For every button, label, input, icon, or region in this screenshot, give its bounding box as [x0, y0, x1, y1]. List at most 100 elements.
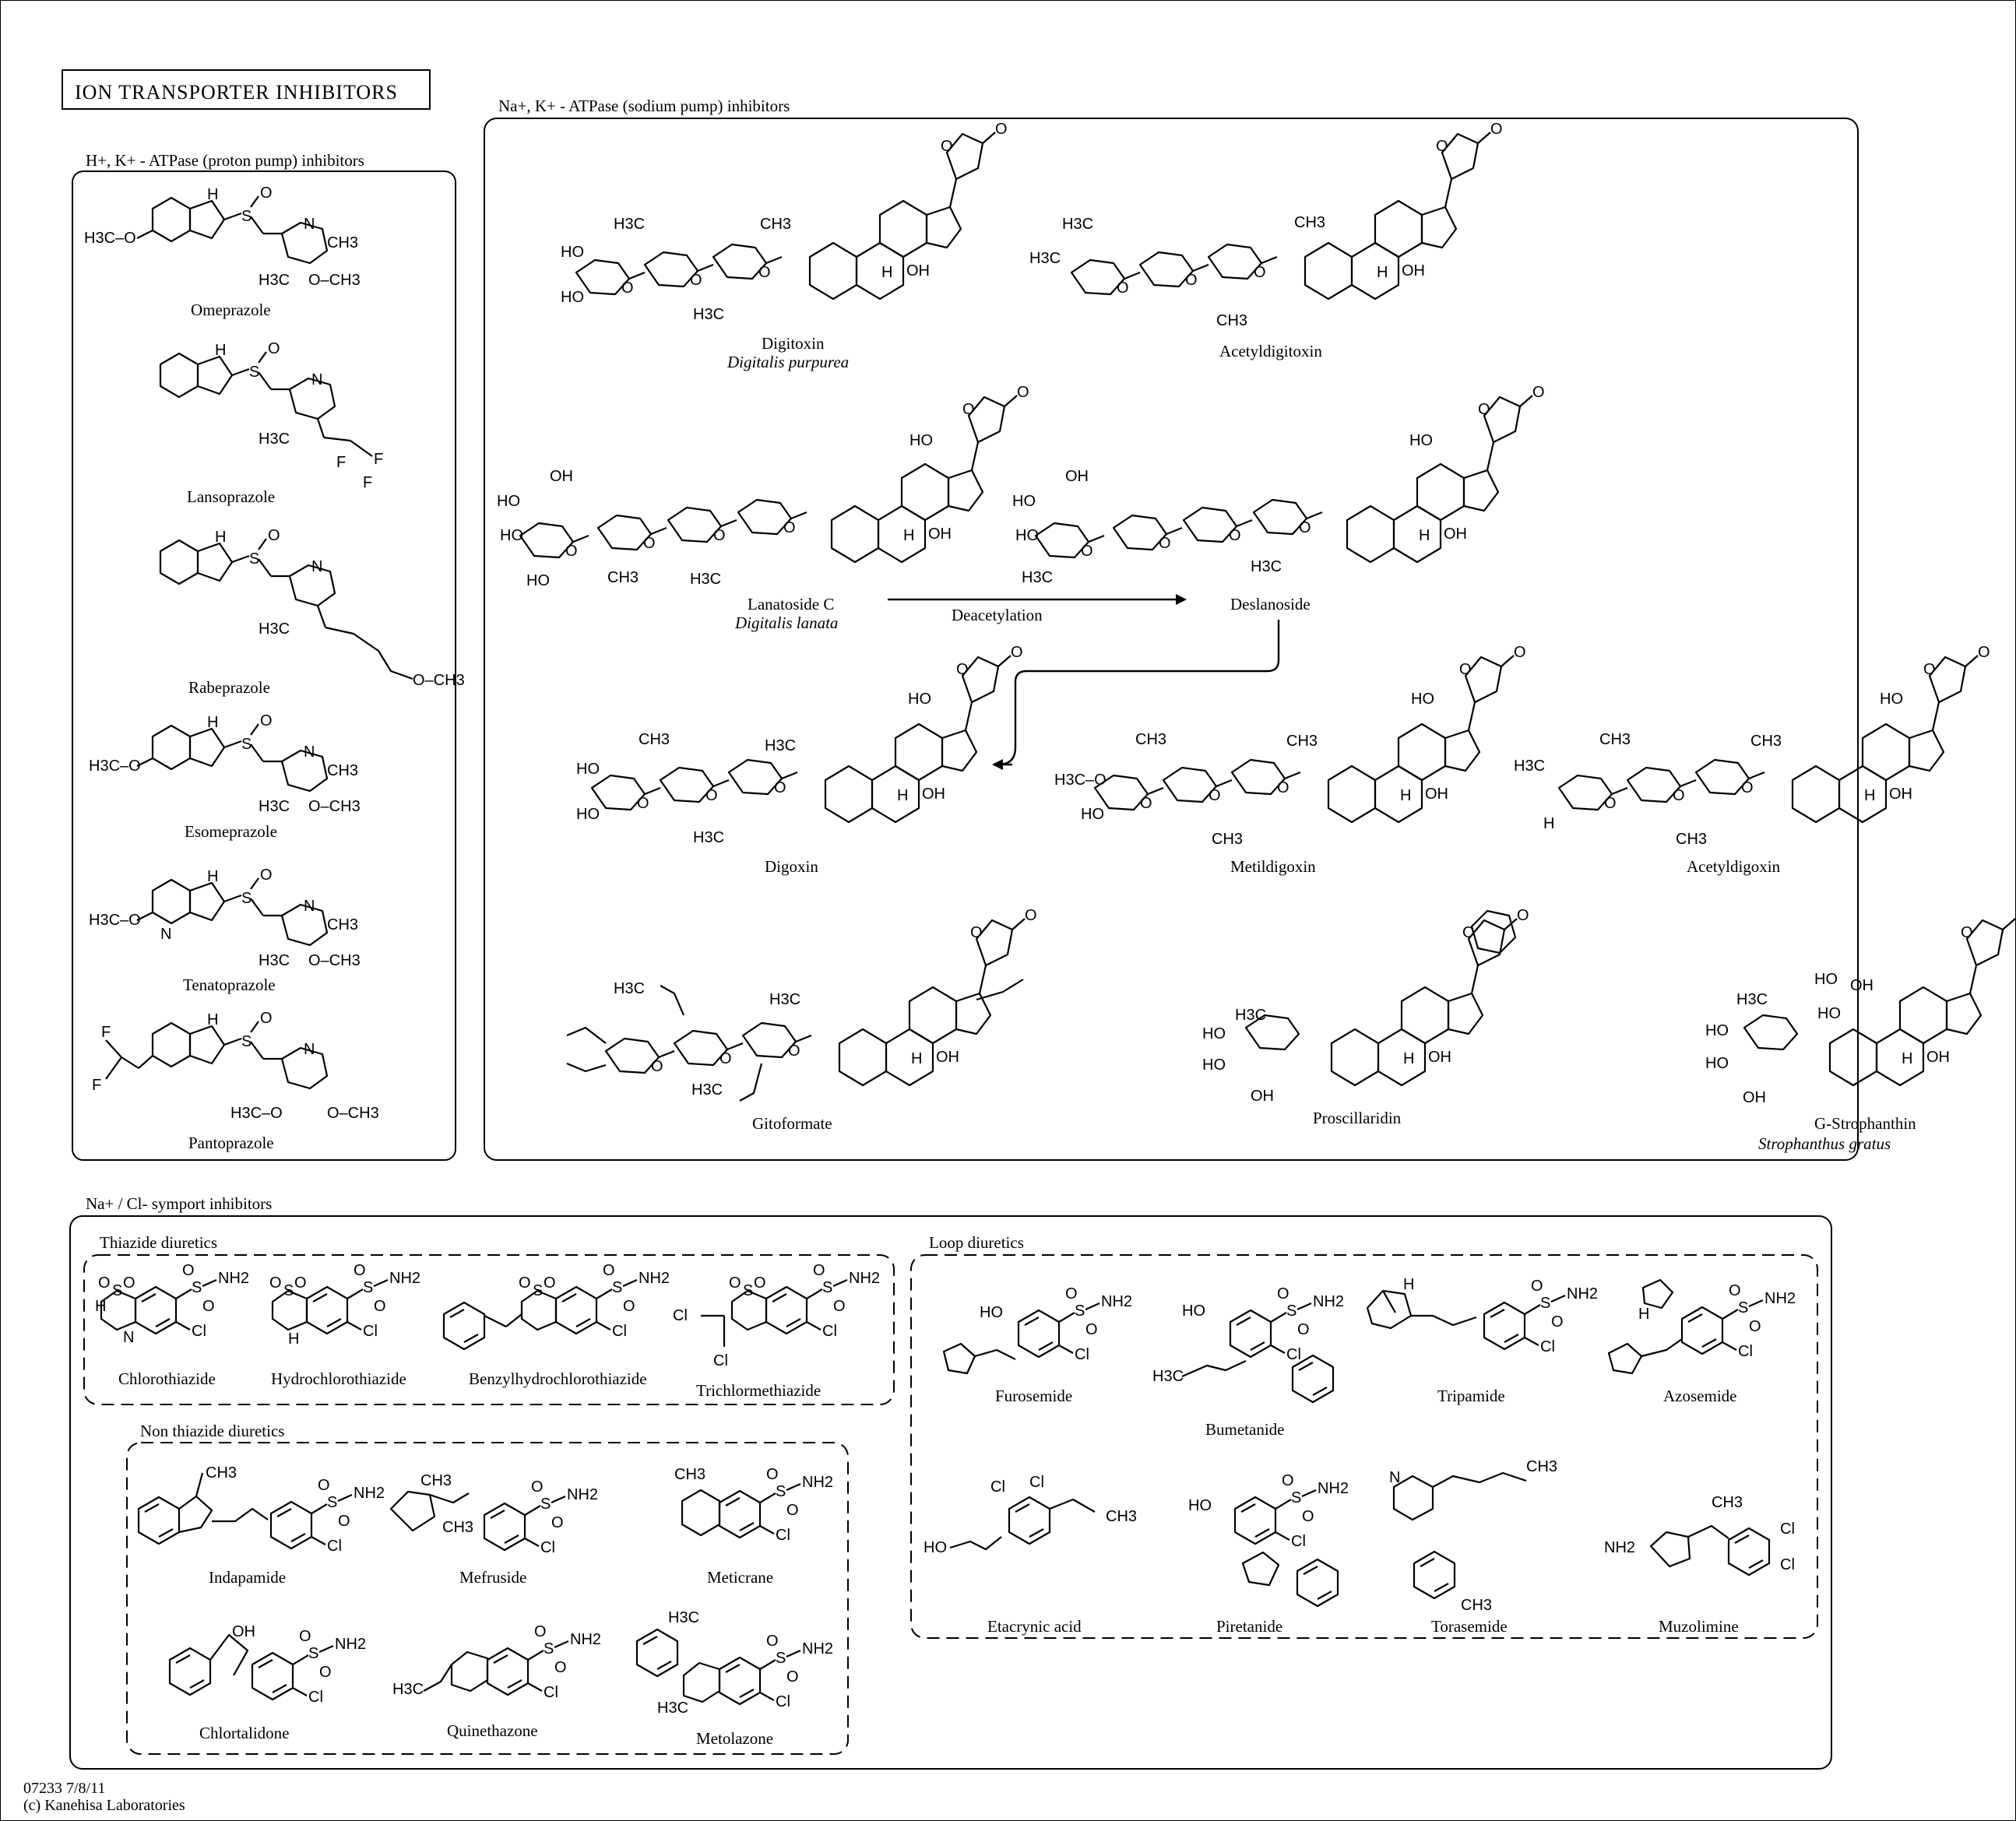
- svg-text:HO: HO: [908, 691, 931, 708]
- proton-pump-panel: [72, 170, 456, 1161]
- benzylhydrochlorothiazide-label: Benzylhydrochlorothiazide: [469, 1369, 647, 1388]
- svg-text:H3C–O: H3C–O: [89, 912, 141, 929]
- lansoprazole-label: Lansoprazole: [187, 487, 275, 506]
- gitoformate-label: Gitoformate: [752, 1114, 832, 1133]
- svg-text:CH3: CH3: [327, 762, 358, 779]
- svg-text:H3C–O: H3C–O: [1054, 772, 1107, 789]
- torasemide-structure: N CH3 CH3: [1389, 1458, 1557, 1614]
- svg-text:CH3: CH3: [1106, 1508, 1137, 1525]
- etacrynic-acid-label: Etacrynic acid: [987, 1617, 1082, 1636]
- svg-text:H3C: H3C: [1514, 758, 1545, 775]
- bumetanide-structure: HO H3C: [1152, 1285, 1344, 1404]
- svg-text:H: H: [1638, 1306, 1649, 1323]
- svg-text:HO: HO: [1202, 1056, 1226, 1074]
- svg-text:HO: HO: [561, 244, 584, 261]
- svg-text:H3C: H3C: [259, 952, 290, 969]
- svg-text:CH3: CH3: [442, 1519, 473, 1536]
- svg-text:H3C: H3C: [693, 829, 724, 846]
- svg-text:CH3: CH3: [327, 916, 358, 933]
- omeprazole-label: Omeprazole: [191, 301, 271, 319]
- svg-text:HO: HO: [909, 432, 933, 449]
- piretanide-structure: HO: [1188, 1472, 1349, 1608]
- svg-text:H3C: H3C: [765, 737, 796, 754]
- chlortalidone-label: Chlortalidone: [199, 1724, 289, 1742]
- thiazide-box: [83, 1254, 895, 1405]
- svg-text:HO: HO: [1409, 432, 1433, 449]
- azosemide-label: Azosemide: [1663, 1387, 1736, 1405]
- rabeprazole-label: Rabeprazole: [188, 678, 270, 697]
- svg-text:CH3: CH3: [1294, 214, 1325, 231]
- bumetanide-label: Bumetanide: [1205, 1420, 1284, 1439]
- quinethazone-structure: H3C: [392, 1623, 601, 1701]
- svg-text:F: F: [374, 451, 383, 468]
- svg-text:HO: HO: [1202, 1025, 1226, 1042]
- svg-text:H3C: H3C: [259, 272, 290, 289]
- deslanoside-to-digoxin-path: [997, 620, 1280, 766]
- hydrochlorothiazide-label: Hydrochlorothiazide: [271, 1369, 406, 1388]
- g-strophanthin-label: G-Strophanthin: [1814, 1114, 1916, 1133]
- svg-text:H3C: H3C: [259, 620, 290, 638]
- g-strophanthin-structure: H3C HO HO OH HO OH HO: [1705, 905, 2016, 1106]
- deslanoside-label: Deslanoside: [1230, 595, 1311, 613]
- svg-text:CH3: CH3: [1135, 731, 1166, 748]
- svg-text:CH3: CH3: [607, 569, 639, 586]
- meticrane-label: Meticrane: [707, 1568, 773, 1587]
- svg-text:F: F: [336, 454, 346, 471]
- non-thiazide-heading: Non thiazide diuretics: [140, 1422, 284, 1440]
- svg-text:HO: HO: [1012, 493, 1036, 510]
- metildigoxin-label: Metildigoxin: [1230, 857, 1316, 876]
- loop-box: [910, 1254, 1818, 1639]
- svg-text:H3C: H3C: [691, 1081, 723, 1099]
- rabeprazole-structure: H3C O–CH3: [159, 526, 465, 689]
- svg-text:Cl: Cl: [1029, 1474, 1044, 1491]
- svg-text:OH: OH: [1065, 468, 1089, 485]
- svg-text:CH3: CH3: [760, 216, 791, 233]
- digoxin-structure: HO HO CH3 H3C H3C HO: [576, 642, 1024, 846]
- trichlormethiazide-structure: Cl Cl: [673, 1262, 880, 1369]
- svg-text:CH3: CH3: [1750, 733, 1782, 750]
- thiazide-heading: Thiazide diuretics: [100, 1233, 217, 1252]
- svg-text:CH3: CH3: [1599, 731, 1631, 748]
- lanatoside-c-source: Digitalis lanata: [734, 613, 838, 632]
- indapamide-structure: CH3: [137, 1464, 385, 1555]
- footer-code: 07233 7/8/11: [23, 1780, 106, 1797]
- muzolimine-label: Muzolimine: [1659, 1617, 1739, 1636]
- svg-text:CH3: CH3: [1676, 831, 1707, 848]
- svg-text:HO: HO: [1411, 691, 1434, 708]
- svg-text:NH2: NH2: [1604, 1539, 1635, 1556]
- svg-text:CH3: CH3: [1712, 1494, 1743, 1511]
- svg-text:CH3: CH3: [1216, 312, 1247, 329]
- svg-text:OH: OH: [550, 468, 573, 485]
- hydrochlorothiazide-structure: H: [269, 1262, 420, 1348]
- svg-text:HO: HO: [1188, 1497, 1212, 1514]
- mefruside-label: Mefruside: [459, 1568, 526, 1587]
- tripamide-label: Tripamide: [1437, 1387, 1505, 1405]
- svg-text:Cl: Cl: [673, 1307, 688, 1324]
- svg-text:H3C: H3C: [392, 1681, 424, 1698]
- svg-text:CH3: CH3: [639, 731, 670, 748]
- etacrynic-acid-structure: HO Cl Cl CH3: [924, 1474, 1137, 1556]
- svg-text:H3C: H3C: [690, 571, 721, 588]
- svg-text:HO: HO: [1880, 691, 1903, 708]
- svg-text:H3C: H3C: [769, 991, 800, 1008]
- proton-pump-heading: H+, K+ - ATPase (proton pump) inhibitors: [86, 151, 364, 170]
- svg-text:HO: HO: [924, 1539, 947, 1556]
- svg-text:CH3: CH3: [420, 1472, 452, 1489]
- svg-text:O–CH3: O–CH3: [308, 952, 361, 969]
- svg-text:HO: HO: [1705, 1055, 1729, 1072]
- svg-text:F: F: [101, 1024, 111, 1041]
- torasemide-label: Torasemide: [1431, 1617, 1508, 1636]
- sodium-pump-panel: [484, 118, 1859, 1161]
- svg-text:H3C: H3C: [1736, 991, 1768, 1008]
- svg-text:H3C: H3C: [1029, 250, 1061, 267]
- svg-text:F: F: [92, 1077, 101, 1094]
- svg-text:HO: HO: [526, 572, 550, 589]
- muzolimine-structure: NH2 CH3 Cl Cl: [1604, 1494, 1795, 1577]
- non-thiazide-box: [126, 1442, 849, 1755]
- lansoprazole-structure: H3C F F F: [159, 339, 383, 491]
- mefruside-structure: CH3 CH3: [389, 1472, 598, 1556]
- svg-text:CH3: CH3: [206, 1464, 237, 1482]
- proscillaridin-label: Proscillaridin: [1313, 1109, 1402, 1127]
- proscillaridin-structure: H3C HO HO OH: [1202, 905, 1530, 1105]
- svg-text:H: H: [288, 1331, 299, 1348]
